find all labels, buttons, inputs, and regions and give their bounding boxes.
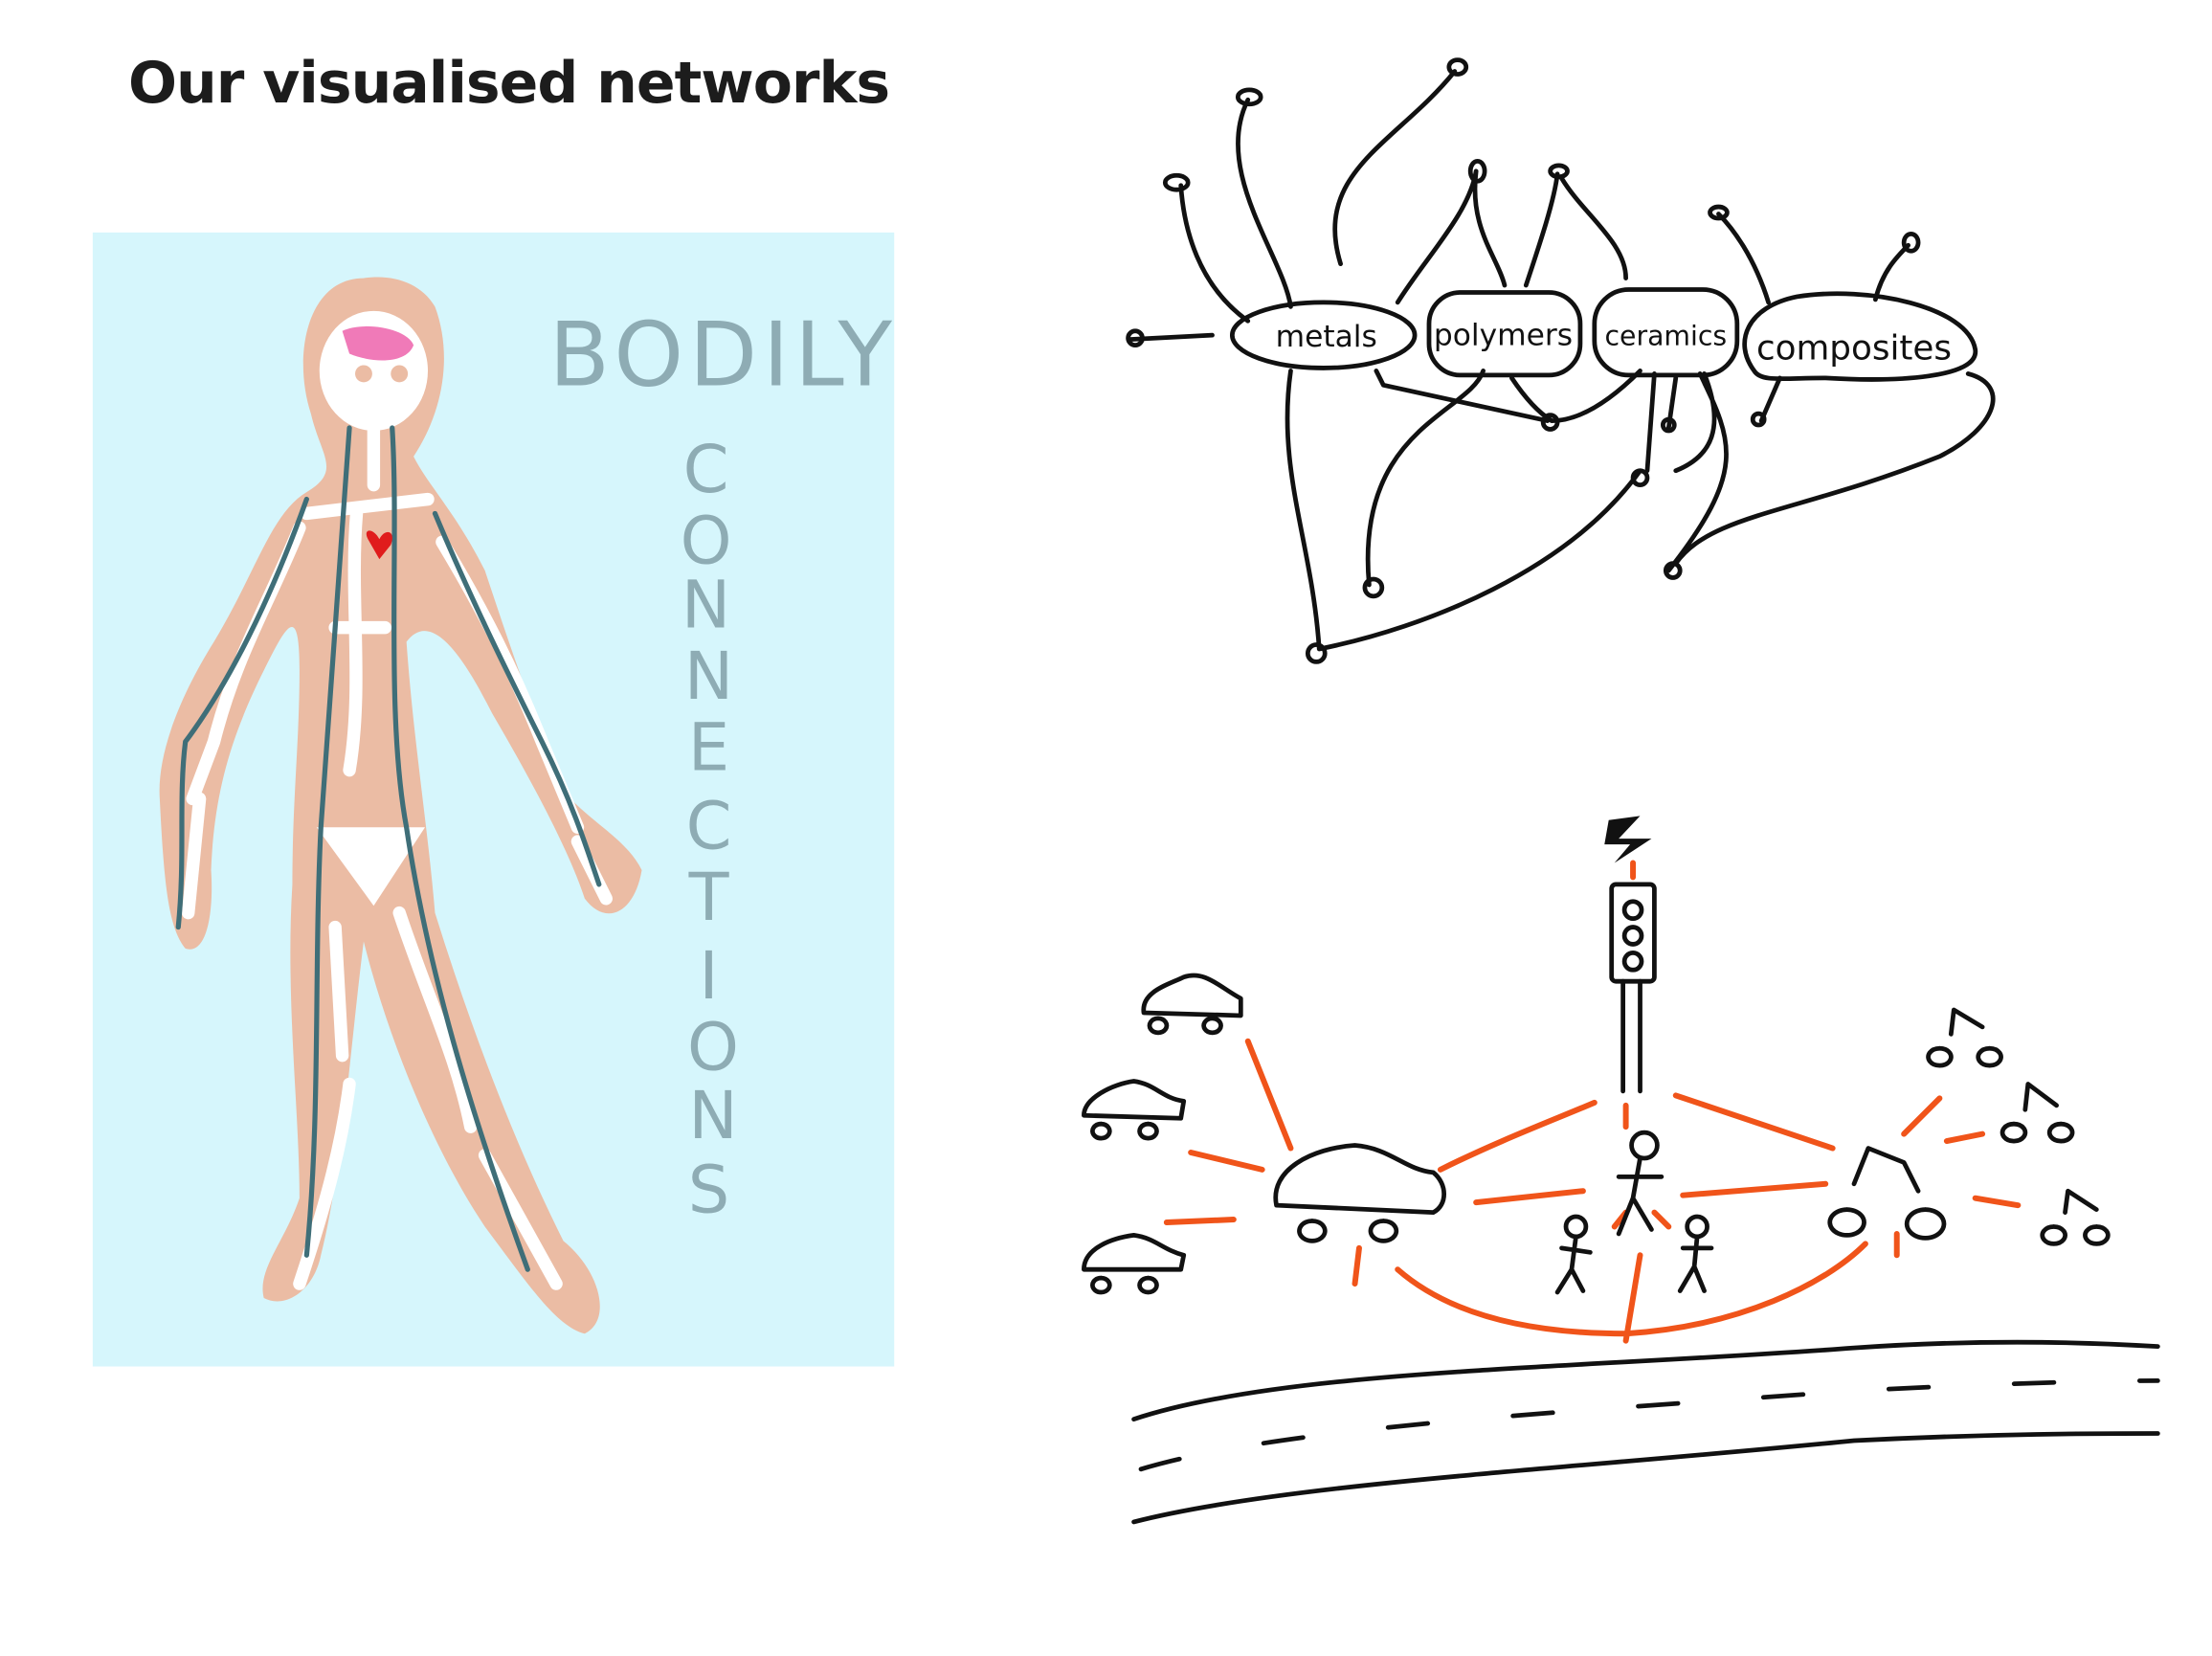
letter: O	[687, 1010, 739, 1086]
bicycles	[1827, 1007, 2111, 1246]
letter: N	[684, 638, 733, 715]
eye-socket	[355, 365, 372, 383]
traffic-light	[1609, 882, 1657, 984]
lightning-bolt-icon	[1604, 816, 1652, 863]
letter: S	[688, 1152, 730, 1229]
traffic-light-pole	[1620, 978, 1642, 1094]
traffic-network	[1082, 816, 2160, 1525]
car-icon	[1273, 1143, 1446, 1243]
materials-network: metals polymers ceramics composites	[1126, 57, 1996, 664]
network-connections	[1163, 860, 2022, 1344]
letter: O	[681, 504, 732, 580]
human-figure	[159, 277, 642, 1334]
traffic-light-lamps	[1621, 899, 1644, 973]
eye-socket	[391, 365, 409, 383]
network-links	[1127, 69, 1996, 652]
connections-vertical-label: C O N N E C T I O N S	[681, 432, 739, 1229]
car-icon	[1082, 1233, 1187, 1295]
node-composites	[1742, 291, 1978, 382]
label-polymers: polymers	[1434, 319, 1573, 353]
label-composites: composites	[1756, 329, 1952, 369]
pelvis	[316, 827, 426, 906]
heart-icon	[366, 530, 392, 560]
letter: N	[681, 568, 730, 644]
page-title: Our visualised networks	[128, 50, 890, 117]
node-polymers	[1426, 290, 1583, 378]
label-metals: metals	[1276, 320, 1377, 354]
letter: N	[688, 1078, 737, 1154]
letter: T	[688, 860, 730, 936]
car-icon	[1082, 1079, 1187, 1141]
road-edges	[1131, 1339, 2160, 1525]
letter: C	[686, 789, 732, 865]
endpoint-nodes	[1126, 57, 1921, 664]
people	[1554, 1130, 1714, 1295]
label-ceramics: ceramics	[1604, 321, 1727, 352]
letter: C	[683, 432, 729, 508]
bodily-connections-panel: BODILY C O N N E C T I O N S	[92, 232, 898, 1367]
bodily-label: BODILY	[549, 302, 898, 406]
car-icon	[1141, 973, 1243, 1036]
blood-vessels	[175, 425, 602, 1272]
letter: E	[688, 710, 729, 787]
brain	[342, 325, 414, 361]
node-ceramics	[1592, 287, 1740, 378]
road-center-line	[1138, 1378, 2160, 1472]
node-metals	[1229, 300, 1418, 370]
cars	[1082, 973, 1446, 1295]
letter: I	[699, 938, 718, 1015]
